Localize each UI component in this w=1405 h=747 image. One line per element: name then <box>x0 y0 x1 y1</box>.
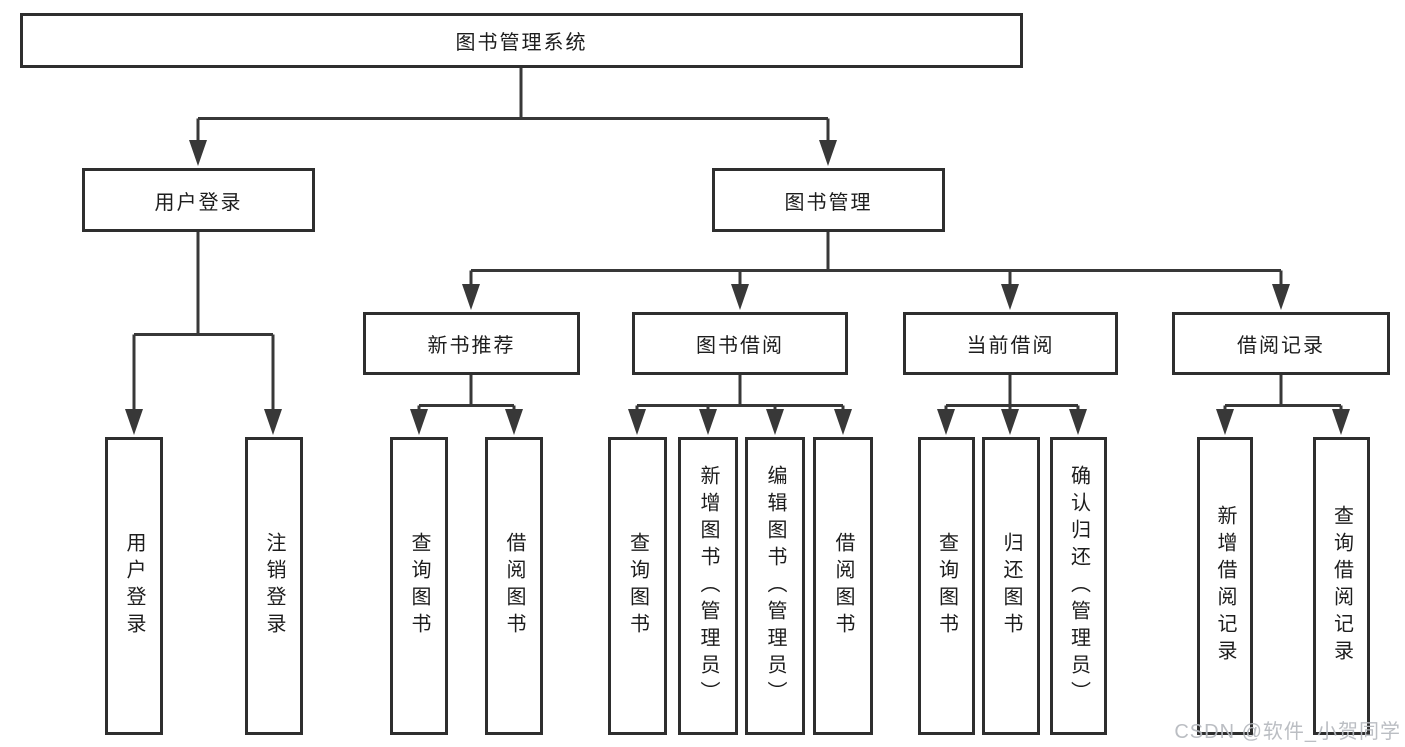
node-label-leaf-query-book-2: 查询图书 <box>626 532 649 640</box>
arrowhead-icon <box>1272 284 1290 310</box>
node-label-root-system: 图书管理系统 <box>455 32 588 54</box>
arrowhead-icon <box>1069 409 1087 435</box>
node-label-user-login-group: 用户登录 <box>154 191 243 214</box>
node-leaf-borrow-book-1: 借阅图书 <box>485 437 543 735</box>
node-label-leaf-edit-book-admin: 编辑图书（管理员） <box>764 464 786 708</box>
arrowhead-icon <box>766 409 784 435</box>
node-label-leaf-logout: 注销登录 <box>263 532 285 640</box>
node-leaf-edit-book-admin: 编辑图书（管理员） <box>745 437 805 735</box>
node-label-leaf-add-book-admin: 新增图书（管理员） <box>697 464 719 708</box>
node-book-borrow: 图书借阅 <box>632 312 848 375</box>
node-leaf-add-book-admin: 新增图书（管理员） <box>678 437 738 735</box>
arrowhead-icon <box>937 409 955 435</box>
csdn-watermark: CSDN @软件_小贺同学 <box>1174 721 1401 743</box>
node-label-new-book-recommend: 新书推荐 <box>427 335 516 357</box>
node-leaf-borrow-book-2: 借阅图书 <box>813 437 873 735</box>
node-leaf-user-login: 用户登录 <box>105 437 163 735</box>
node-label-leaf-query-book-1: 查询图书 <box>408 532 430 640</box>
arrowhead-icon <box>1216 409 1234 435</box>
node-label-leaf-confirm-return: 确认归还（管理员） <box>1067 464 1090 708</box>
arrowhead-icon <box>505 409 523 435</box>
node-leaf-return-book: 归还图书 <box>982 437 1040 735</box>
node-current-borrow: 当前借阅 <box>903 312 1118 375</box>
node-label-current-borrow: 当前借阅 <box>966 335 1055 357</box>
node-leaf-query-book-3: 查询图书 <box>918 437 975 735</box>
arrowhead-icon <box>264 409 282 435</box>
node-leaf-add-record: 新增借阅记录 <box>1197 437 1253 735</box>
node-label-book-management: 图书管理 <box>784 191 873 214</box>
arrowhead-icon <box>834 409 852 435</box>
node-leaf-confirm-return: 确认归还（管理员） <box>1050 437 1107 735</box>
node-label-leaf-return-book: 归还图书 <box>1000 532 1022 640</box>
arrowhead-icon <box>189 140 207 166</box>
node-label-leaf-query-record: 查询借阅记录 <box>1330 505 1353 667</box>
arrowhead-icon <box>462 284 480 310</box>
node-leaf-logout: 注销登录 <box>245 437 303 735</box>
node-book-management: 图书管理 <box>712 168 945 232</box>
node-leaf-query-book-2: 查询图书 <box>608 437 667 735</box>
node-label-book-borrow: 图书借阅 <box>696 335 784 357</box>
arrowhead-icon <box>1332 409 1350 435</box>
arrowhead-icon <box>410 409 428 435</box>
node-label-leaf-user-login: 用户登录 <box>123 532 145 640</box>
node-label-borrow-records: 借阅记录 <box>1237 335 1325 357</box>
node-label-leaf-query-book-3: 查询图书 <box>935 532 958 640</box>
node-leaf-query-book-1: 查询图书 <box>390 437 448 735</box>
node-label-leaf-borrow-book-2: 借阅图书 <box>832 532 854 640</box>
node-leaf-query-record: 查询借阅记录 <box>1313 437 1370 735</box>
arrowhead-icon <box>819 140 837 166</box>
node-new-book-recommend: 新书推荐 <box>363 312 580 375</box>
node-root-system: 图书管理系统 <box>20 13 1023 68</box>
node-user-login-group: 用户登录 <box>82 168 315 232</box>
node-label-leaf-borrow-book-1: 借阅图书 <box>503 532 525 640</box>
arrowhead-icon <box>125 409 143 435</box>
node-label-leaf-add-record: 新增借阅记录 <box>1214 505 1236 667</box>
node-borrow-records: 借阅记录 <box>1172 312 1390 375</box>
arrowhead-icon <box>628 409 646 435</box>
arrowhead-icon <box>731 284 749 310</box>
arrowhead-icon <box>1001 409 1019 435</box>
arrowhead-icon <box>699 409 717 435</box>
arrowhead-icon <box>1001 284 1019 310</box>
